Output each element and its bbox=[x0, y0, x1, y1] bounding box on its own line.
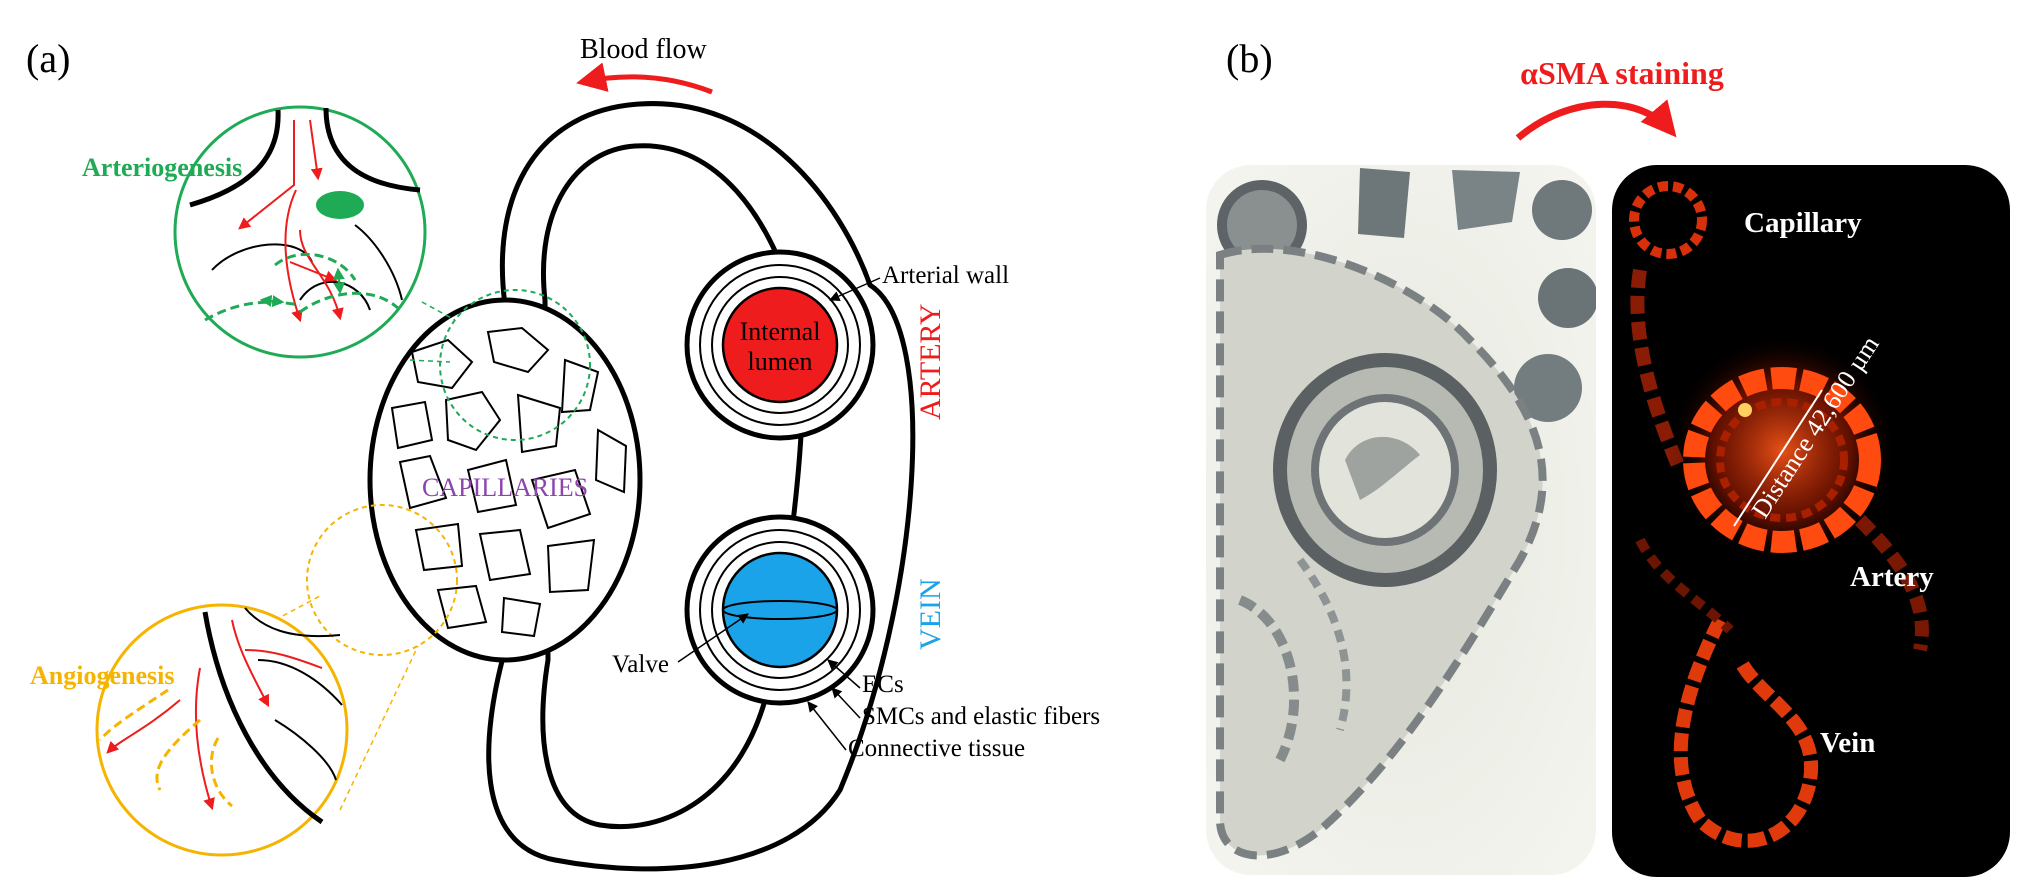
capillaries-label: CAPILLARIES bbox=[422, 473, 588, 502]
angiogenesis-zoom-line-top bbox=[274, 595, 321, 621]
distance-measure-line bbox=[1733, 389, 1823, 527]
arterial-wall-label: Arterial wall bbox=[882, 262, 1009, 289]
vein-fluo-label: Vein bbox=[1820, 727, 1875, 759]
staining-arrow bbox=[1515, 99, 1677, 141]
panel-a-label: (a) bbox=[26, 36, 70, 81]
blood-flow-arrow bbox=[576, 62, 713, 95]
capillary-label: Capillary bbox=[1744, 207, 1862, 239]
vein-label: VEIN bbox=[914, 578, 947, 650]
arterial-wall-pointer bbox=[829, 277, 881, 301]
arteriogenesis-zoom-line-top bbox=[421, 301, 456, 321]
arteriogenesis-zoom bbox=[173, 105, 427, 359]
capillary-bed bbox=[367, 297, 643, 663]
arteriogenesis-label: Arteriogenesis bbox=[82, 153, 242, 182]
arteriogenesis-source-circle bbox=[439, 289, 591, 441]
angiogenesis-zoom-line-bottom bbox=[339, 645, 419, 811]
angiogenesis-source-circle bbox=[306, 504, 458, 656]
blood-flow-label: Blood flow bbox=[580, 34, 708, 65]
arteriogenesis-zoom-line-bottom bbox=[409, 359, 451, 363]
artery-label: ARTERY bbox=[914, 303, 947, 420]
valve-pointer bbox=[677, 613, 749, 663]
histology-image bbox=[1206, 165, 1596, 875]
angiogenesis-zoom bbox=[95, 603, 349, 857]
connective-pointer bbox=[807, 701, 847, 751]
smcs-pointer bbox=[831, 687, 861, 719]
artery-cross-section bbox=[684, 249, 876, 441]
fluorescence-image bbox=[1612, 165, 2010, 877]
staining-label: αSMA staining bbox=[1520, 55, 1724, 91]
vessel-loop-inner bbox=[540, 143, 806, 830]
ecs-pointer bbox=[827, 659, 861, 689]
artery-fluo-label: Artery bbox=[1850, 561, 1934, 593]
connective-tissue-label: Connective tissue bbox=[848, 735, 1025, 762]
capillary-cells bbox=[390, 326, 628, 638]
internal-lumen-line2: lumen bbox=[748, 347, 813, 376]
ecs-label: ECs bbox=[862, 671, 904, 698]
internal-lumen-line1: Internal bbox=[740, 317, 821, 346]
panel-b-label: (b) bbox=[1226, 36, 1273, 81]
vein-cross-section bbox=[684, 514, 876, 706]
angiogenesis-label: Angiogenesis bbox=[30, 661, 174, 690]
valve-label: Valve bbox=[612, 651, 669, 678]
smcs-label: SMCs and elastic fibers bbox=[862, 703, 1100, 730]
